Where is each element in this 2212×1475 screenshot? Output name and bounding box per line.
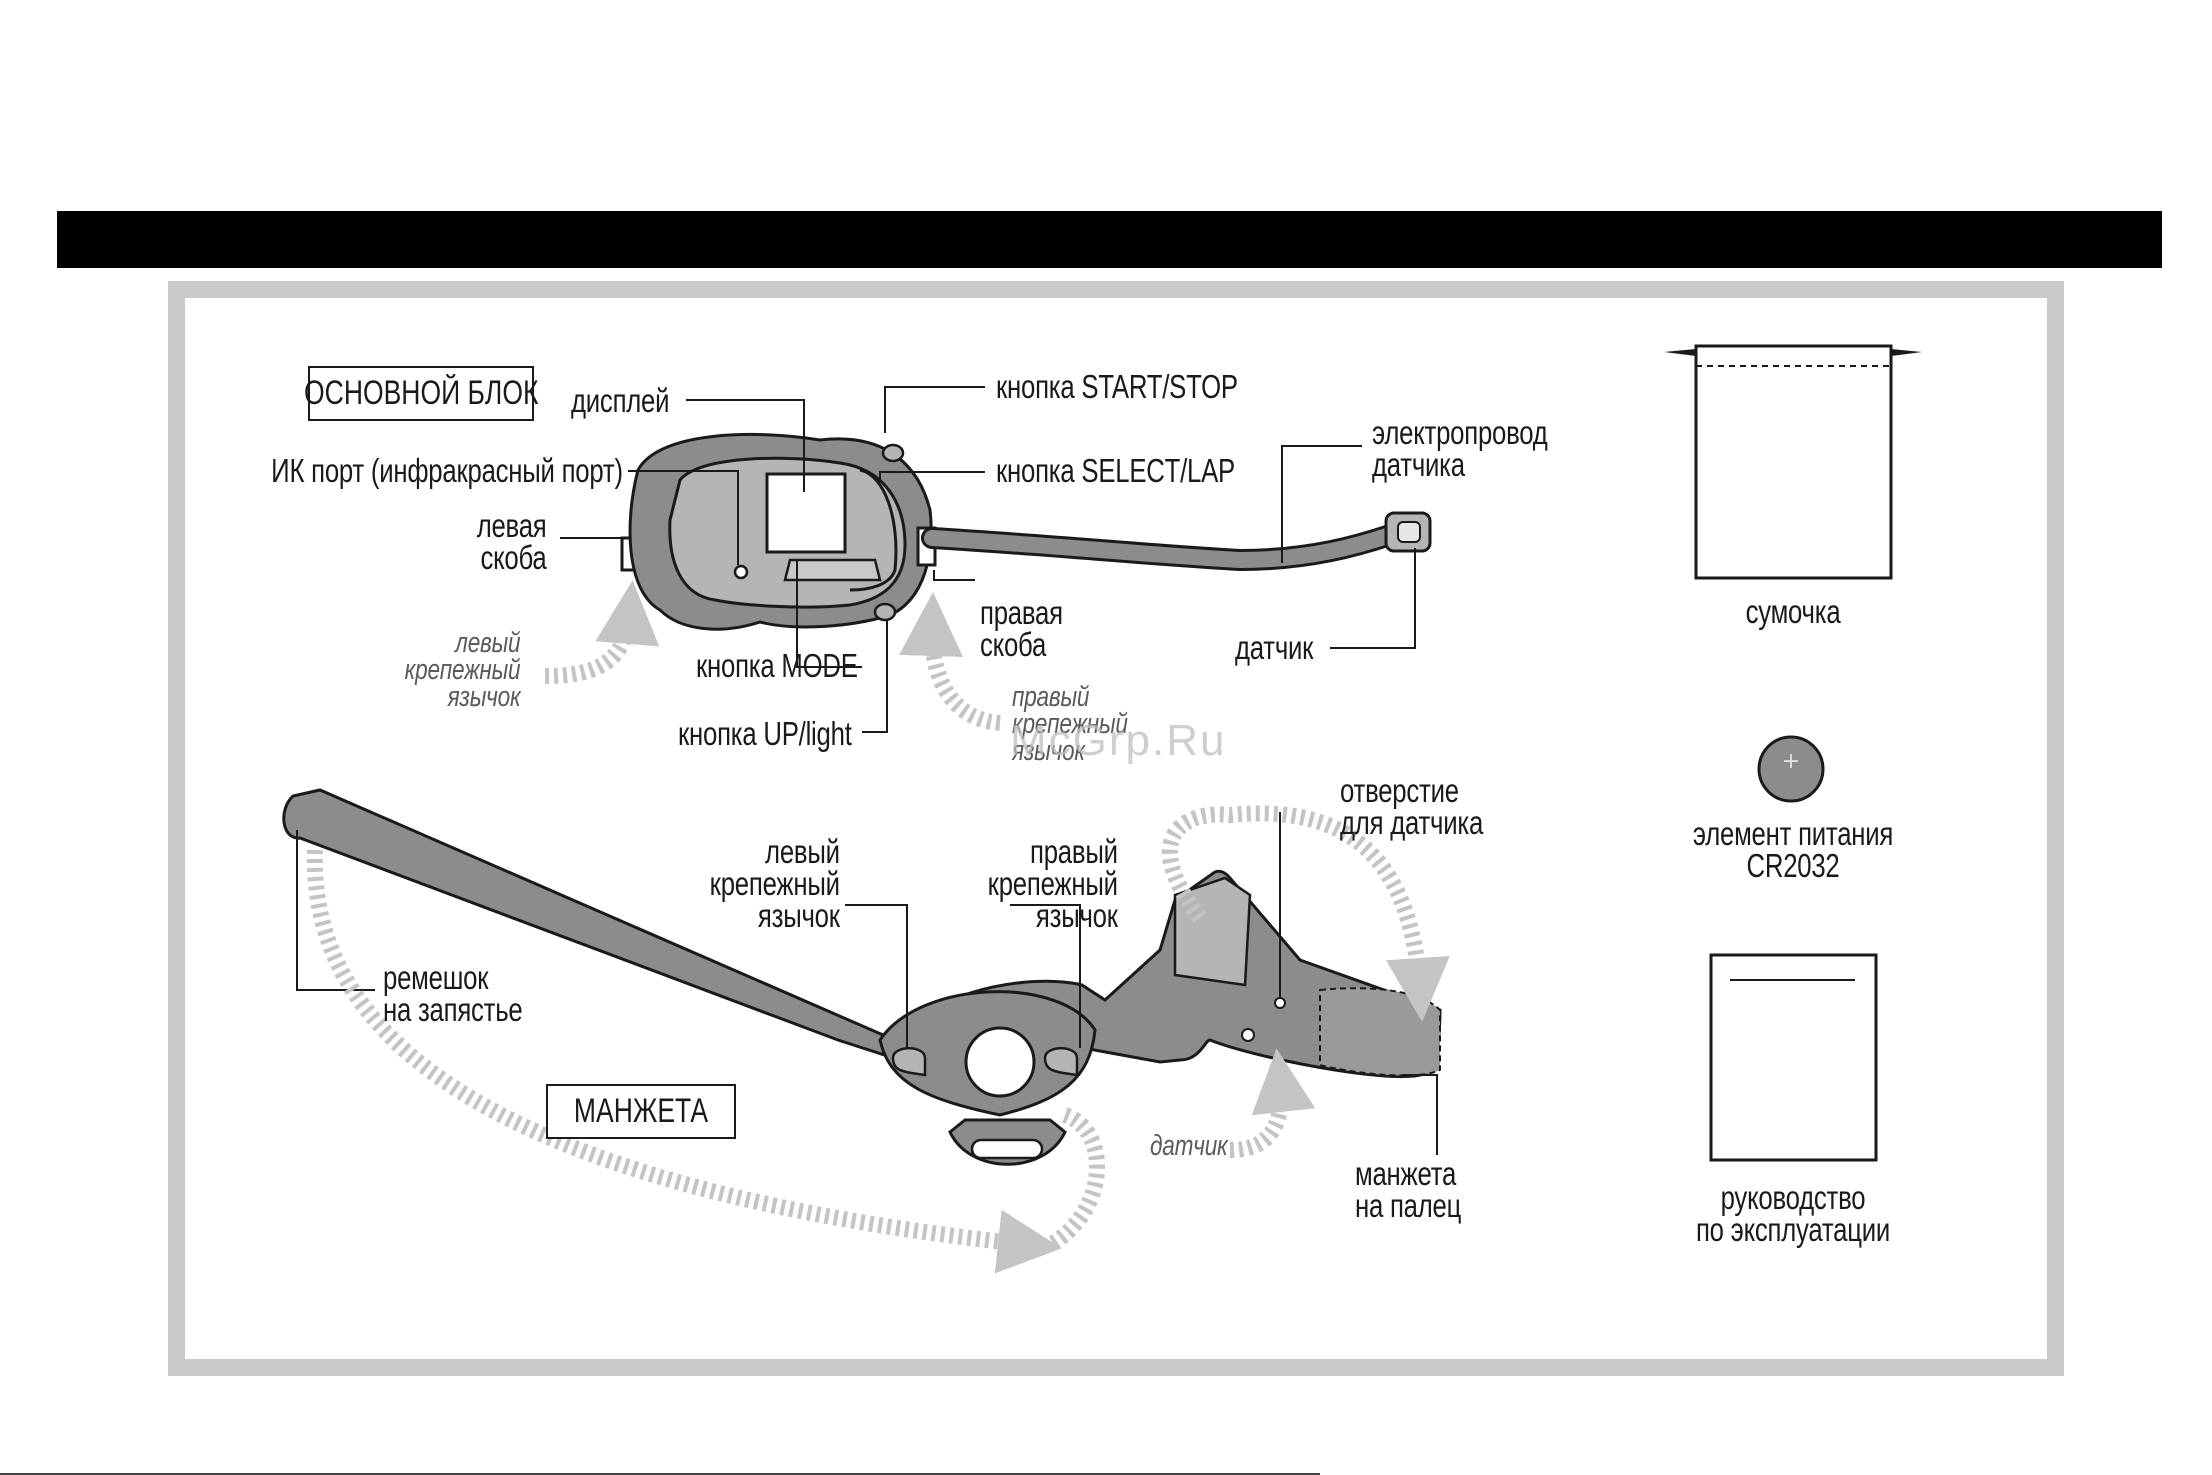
svg-text:+: + xyxy=(1782,749,1800,774)
buckle-arrow xyxy=(1045,1107,1106,1252)
select-lap-label: кнопка SELECT/LAP xyxy=(996,452,1235,489)
cuff-sensor-arrow xyxy=(1229,1048,1316,1158)
right-bracket-label: правая скоба xyxy=(980,594,1063,663)
wrist-strap-label: ремешок на запястье xyxy=(383,959,523,1028)
left-tab-arrow xyxy=(544,580,660,684)
left-tab-label: левый крепежный язычок xyxy=(404,627,520,713)
page-bottom-rule xyxy=(0,1473,1320,1475)
display-label: дисплей xyxy=(571,382,670,419)
cuff-left-tab-label: левый крепежный язычок xyxy=(709,833,840,934)
battery-label: элемент питания CR2032 xyxy=(1692,815,1894,884)
sensor-cable-label: электропровод датчика xyxy=(1372,414,1548,483)
finger-cuff-label: манжета на палец xyxy=(1355,1155,1462,1224)
manual-label: руководство по эксплуатации xyxy=(1695,1179,1891,1248)
right-tab-arrow xyxy=(899,592,1001,731)
mode-button-label: кнопка MODE xyxy=(696,647,858,684)
watermark: McGrp.Ru xyxy=(1010,716,1227,765)
left-bracket-label: левая скоба xyxy=(476,507,546,576)
manual-drawing xyxy=(1709,953,1878,1162)
watch-unit-drawing xyxy=(620,432,1432,631)
cuff-title: МАНЖЕТА xyxy=(546,1084,736,1139)
cuff-drawing xyxy=(282,788,1442,1166)
cuff-sensor-label: датчик xyxy=(1150,1130,1228,1162)
sensor-hole-label: отверстие для датчика xyxy=(1340,772,1484,841)
main-unit-title: ОСНОВНОЙ БЛОК xyxy=(304,366,538,421)
main-unit-leader-lines xyxy=(560,386,1416,733)
pouch-label: сумочка xyxy=(1745,593,1841,630)
battery-drawing: + xyxy=(1757,735,1825,803)
start-stop-label: кнопка START/STOP xyxy=(996,368,1238,405)
pouch-drawing xyxy=(1664,344,1922,580)
finger-cuff-wrap-arrow xyxy=(1162,805,1450,1022)
right-tab-label: правый крепежный язычок xyxy=(1012,681,1128,767)
sensor-label: датчик xyxy=(1235,629,1314,666)
up-light-button-label: кнопка UP/light xyxy=(678,715,852,752)
cuff-right-tab-label: правый крепежный язычок xyxy=(987,833,1118,934)
header-bar xyxy=(57,211,2162,268)
ir-port-label: ИК порт (инфракрасный порт) xyxy=(271,452,623,489)
